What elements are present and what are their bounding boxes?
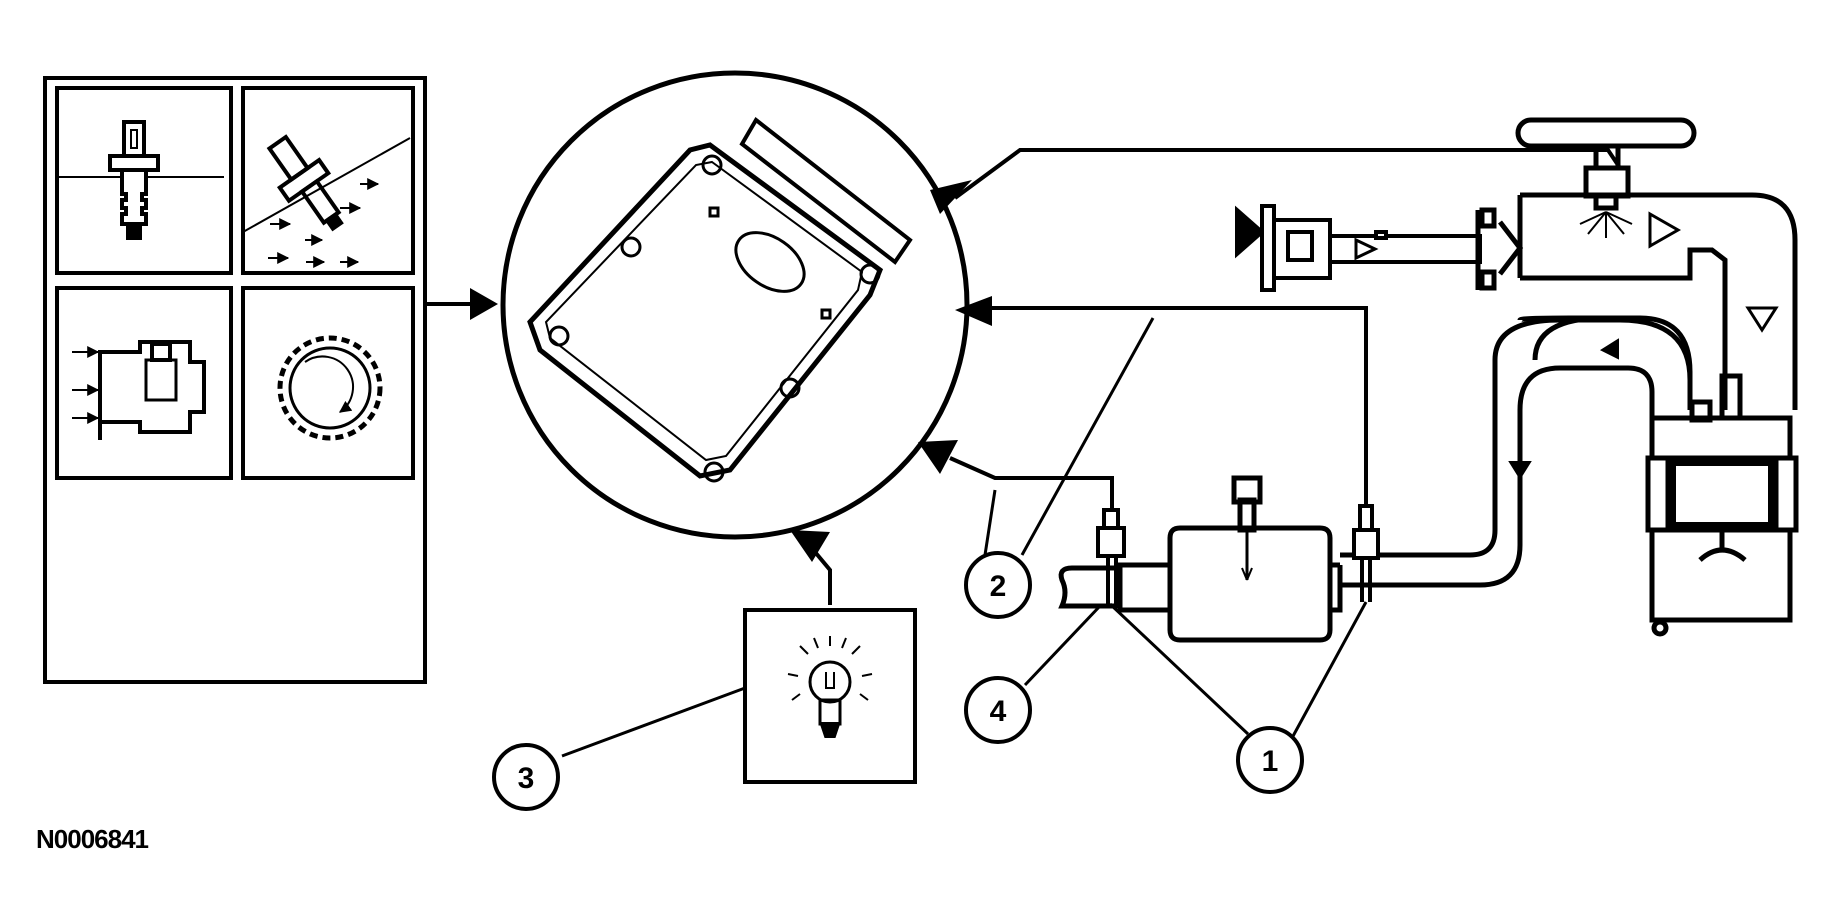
pcm-module-icon (500, 70, 970, 540)
fuel-injector-icon (1515, 117, 1697, 238)
panel-to-pcm-arrow (425, 288, 498, 320)
callout-1-label: 1 (1262, 745, 1279, 778)
indicator-lamp-icon (743, 608, 917, 784)
air-filter-icon (1235, 204, 1482, 292)
callout-1: 1 (1236, 726, 1304, 794)
temperature-sensor-icon (55, 86, 233, 275)
callout-4: 4 (964, 676, 1032, 744)
figure-id: N0006841 (36, 824, 149, 854)
callout-2-label: 2 (990, 570, 1007, 603)
pcm-input-arrows (790, 180, 992, 562)
callout-4-label: 4 (990, 695, 1007, 728)
catalytic-converter-icon (1058, 475, 1343, 643)
callout-2: 2 (964, 551, 1032, 619)
throttle-position-sensor-icon (55, 286, 233, 480)
mass-air-flow-sensor-icon (241, 86, 415, 275)
exhaust-pipe-icon (1340, 315, 1693, 588)
crankshaft-position-sensor-icon (241, 286, 415, 480)
oxygen-sensor-icon (1096, 504, 1380, 604)
callout-leaders (561, 317, 1368, 758)
engine-cylinder-icon (1645, 373, 1799, 637)
callout-3: 3 (492, 743, 560, 811)
sensor-panel-icon (43, 76, 427, 684)
callout-3-label: 3 (518, 762, 535, 795)
intake-manifold-icon (1475, 192, 1798, 410)
pcm-wiring (803, 148, 1622, 605)
